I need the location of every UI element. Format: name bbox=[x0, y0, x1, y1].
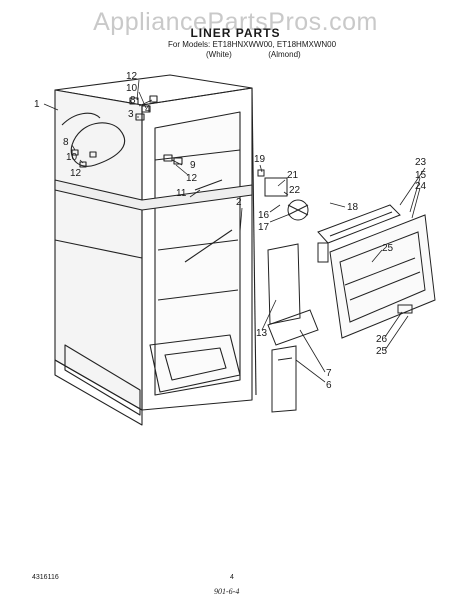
callout-8: 8 bbox=[63, 137, 69, 148]
page-number: 4 bbox=[230, 574, 234, 581]
callout-16: 16 bbox=[258, 210, 270, 221]
watermark: AppliancePartsPros.com bbox=[93, 8, 378, 36]
callout-13: 13 bbox=[256, 328, 268, 339]
model-info: For Models: ET18HNXWW00, ET18HMXWN00 (Wh… bbox=[168, 40, 336, 60]
callout-12: 12 bbox=[70, 168, 82, 179]
callout-19: 19 bbox=[254, 154, 266, 165]
page-title: LINER PARTS bbox=[190, 26, 281, 40]
leader-lines bbox=[43, 79, 426, 383]
callout-15: 15 bbox=[415, 170, 427, 181]
callout-numbers: 1 12 10 8 4 3 8 10 12 9 12 11 2 19 21 22… bbox=[34, 71, 427, 391]
callout-10: 10 bbox=[126, 83, 138, 94]
callout-25: 25 bbox=[376, 346, 388, 357]
callout-17: 17 bbox=[258, 222, 270, 233]
cabinet-liner bbox=[54, 74, 257, 426]
callout-26: 26 bbox=[376, 334, 388, 345]
callout-8: 8 bbox=[130, 95, 136, 106]
document-number: 4316116 bbox=[32, 574, 59, 581]
callout-21: 21 bbox=[287, 170, 299, 181]
callout-1: 1 bbox=[34, 99, 40, 110]
callout-9: 9 bbox=[190, 160, 196, 171]
callout-4: 4 bbox=[145, 104, 151, 115]
callout-25: 25 bbox=[382, 243, 394, 254]
evaporator-parts bbox=[257, 169, 436, 413]
callout-2: 2 bbox=[236, 197, 242, 208]
model-list: For Models: ET18HNXWW00, ET18HMXWN00 bbox=[168, 40, 337, 49]
callout-23: 23 bbox=[415, 157, 427, 168]
callout-12: 12 bbox=[186, 173, 198, 184]
callout-22: 22 bbox=[289, 185, 301, 196]
model-color-white: (White) bbox=[206, 50, 232, 59]
handwritten-date: 901-6-4 bbox=[214, 587, 240, 596]
callout-6: 6 bbox=[326, 380, 332, 391]
callout-7: 7 bbox=[326, 368, 332, 379]
callout-12: 12 bbox=[126, 71, 138, 82]
callout-24: 24 bbox=[415, 181, 427, 192]
callout-11: 11 bbox=[176, 188, 187, 199]
callout-3: 3 bbox=[128, 109, 134, 120]
callout-18: 18 bbox=[347, 202, 359, 213]
model-color-almond: (Almond) bbox=[268, 50, 301, 59]
callout-10: 10 bbox=[66, 152, 78, 163]
